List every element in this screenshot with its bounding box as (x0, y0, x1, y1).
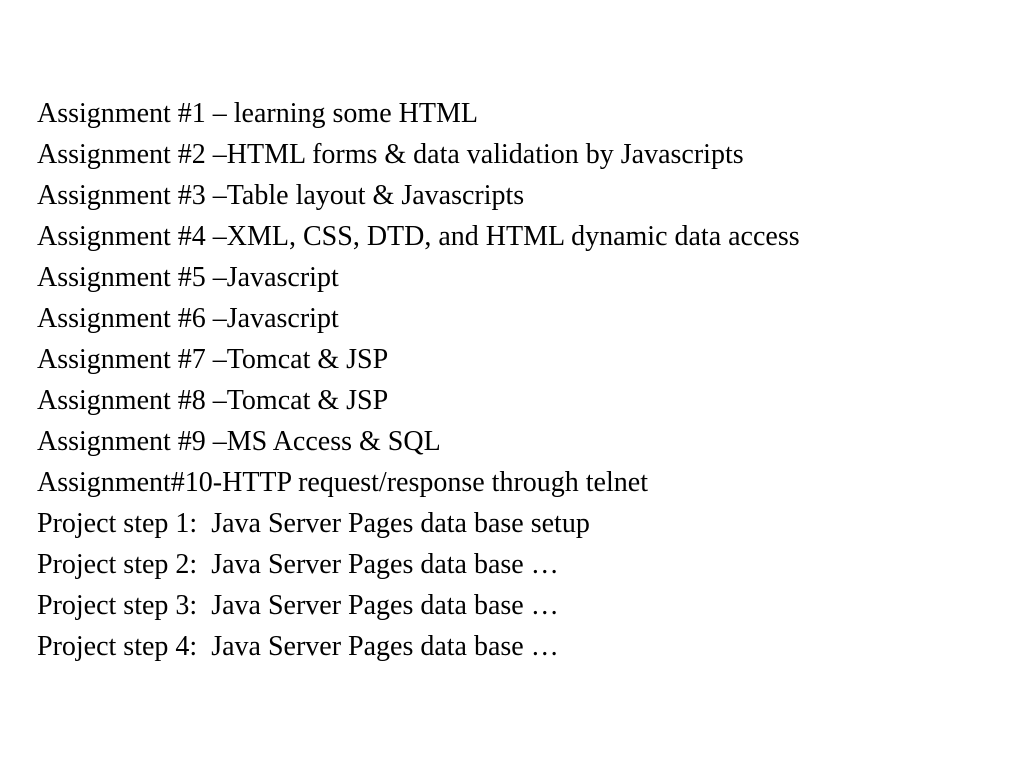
list-item-assignment-9: Assignment #9 –MS Access & SQL (37, 426, 441, 457)
list-item-assignment-10: Assignment#10-HTTP request/response thro… (37, 467, 648, 498)
list-item-assignment-4: Assignment #4 –XML, CSS, DTD, and HTML d… (37, 221, 800, 252)
list-item-project-step-1: Project step 1: Java Server Pages data b… (37, 508, 590, 539)
list-item-assignment-2: Assignment #2 –HTML forms & data validat… (37, 139, 744, 170)
list-item-project-step-4: Project step 4: Java Server Pages data b… (37, 631, 559, 662)
list-item-assignment-3: Assignment #3 –Table layout & Javascript… (37, 180, 525, 211)
list-item-assignment-6: Assignment #6 –Javascript (37, 303, 339, 334)
list-item-assignment-7: Assignment #7 –Tomcat & JSP (37, 344, 389, 375)
list-item-assignment-5: Assignment #5 –Javascript (37, 262, 339, 293)
assignment-list: Assignment #1 – learning some HTML Assig… (37, 93, 800, 667)
list-item-project-step-3: Project step 3: Java Server Pages data b… (37, 590, 559, 621)
list-item-assignment-1: Assignment #1 – learning some HTML (37, 98, 478, 129)
list-item-assignment-8: Assignment #8 –Tomcat & JSP (37, 385, 389, 416)
list-item-project-step-2: Project step 2: Java Server Pages data b… (37, 549, 559, 580)
